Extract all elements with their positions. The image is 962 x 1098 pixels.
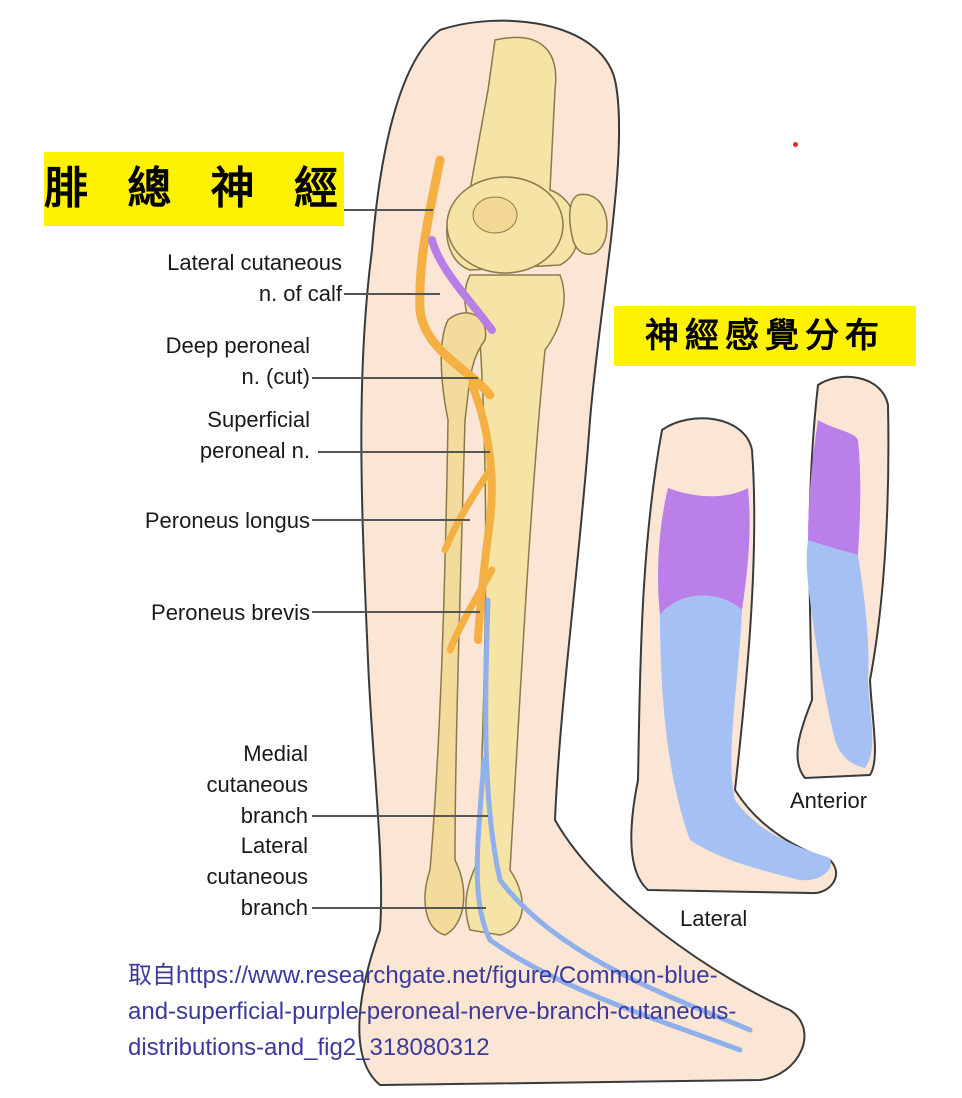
label-superficial-peroneal: Superficial peroneal n. (200, 404, 310, 466)
label-line: Lateral cutaneous (167, 250, 342, 275)
common-peroneal-nerve-title: 腓 總 神 經 (44, 152, 344, 226)
medial-cutaneous-branch (483, 597, 753, 1033)
lateral-view-blue-region (660, 595, 831, 881)
label-line: Lateral (240, 833, 308, 858)
label-line: n. of calf (258, 281, 342, 306)
label-deep-peroneal: Deep peroneal n. (cut) (166, 330, 310, 392)
label-peroneus-longus: Peroneus longus (144, 508, 310, 533)
sensory-distribution-title: 神經感覺分布 (614, 306, 916, 366)
label-medial-cutaneous-branch: Medial cutaneous branch (206, 738, 308, 831)
label-peroneus-brevis: Peroneus brevis (151, 600, 310, 625)
anterior-view-label: Anterior (790, 788, 868, 813)
lateral-cutaneous-nerve-of-calf (428, 236, 496, 334)
lateral-cutaneous-branch (474, 757, 743, 1053)
source-line-1: 取自https://www.researchgate.net/figure/Co… (128, 962, 718, 989)
source-citation: 取自https://www.researchgate.net/figure/Co… (128, 958, 888, 1066)
label-lateral-cutaneous-branch: Lateral cutaneous branch (206, 830, 308, 923)
label-line: Superficial (207, 407, 310, 432)
label-line: cutaneous (206, 864, 308, 889)
label-line: cutaneous (206, 772, 308, 797)
red-dot-mark (793, 142, 798, 147)
label-line: branch (240, 895, 308, 920)
source-line-3: distributions-and_fig2_318080312 (128, 1034, 490, 1061)
label-line: Medial (243, 741, 308, 766)
leader-lines (312, 209, 490, 909)
source-line-2: and-superficial-purple-peroneal-nerve-br… (128, 998, 737, 1025)
label-line: peroneal n. (199, 438, 310, 463)
label-lateral-cutaneous-calf: Lateral cutaneous n. of calf (167, 247, 342, 309)
label-line: Deep peroneal (165, 333, 310, 358)
patella-bone (568, 193, 608, 255)
label-line: branch (240, 803, 308, 828)
lateral-view-purple-region (657, 488, 750, 615)
peroneus-longus-branch (441, 466, 494, 554)
lateral-view-label: Lateral (680, 906, 748, 931)
common-peroneal-nerve (415, 155, 495, 400)
anterior-view-purple-region (808, 420, 861, 555)
label-line: n. (cut) (241, 364, 310, 389)
condyle-inner (472, 196, 518, 234)
superficial-peroneal-nerve (468, 381, 496, 644)
anterior-view-blue-region (806, 540, 873, 768)
